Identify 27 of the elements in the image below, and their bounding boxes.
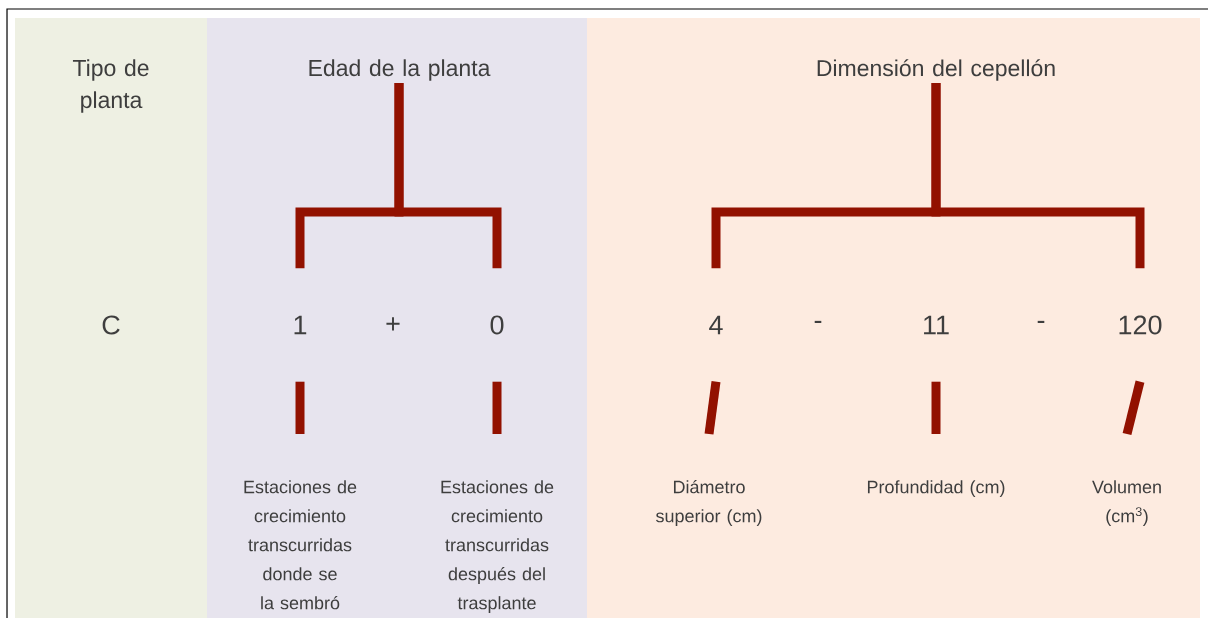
description-text: Diámetro superior (cm) [656,479,762,526]
code-value: C [102,315,120,335]
description-text: Estaciones de crecimiento transcurridas después del trasplante [441,480,554,613]
column-band [207,18,587,618]
bracket-connector [394,82,502,269]
description-text: Profundidad (cm) [867,480,1005,497]
code-value: 11 [924,315,949,335]
code-value: 4 [709,315,723,335]
separator-sign: - [1037,320,1045,323]
connector-bar [931,381,941,434]
column-heading: Tipo de planta [72,59,149,113]
connector-bar [1122,380,1145,436]
connector-bar [492,381,502,434]
connector-bar [295,381,305,434]
description-text: Estaciones de crecimiento transcurridas donde se la sembró [244,480,357,610]
column-band [587,18,1200,618]
description-text: Volumen (cm$^{3}$) [1092,480,1161,526]
bracket-connector [931,83,1145,269]
column-band [15,18,207,618]
column-heading: Dimensión del cepellón [817,59,1055,81]
separator-sign: - [814,320,822,323]
code-value: 0 [490,315,504,335]
separator-sign: + [386,317,400,331]
connector-bar [704,381,721,435]
code-value: 120 [1119,315,1162,335]
code-value: 1 [294,315,307,335]
column-heading: Edad de la planta [309,59,491,81]
